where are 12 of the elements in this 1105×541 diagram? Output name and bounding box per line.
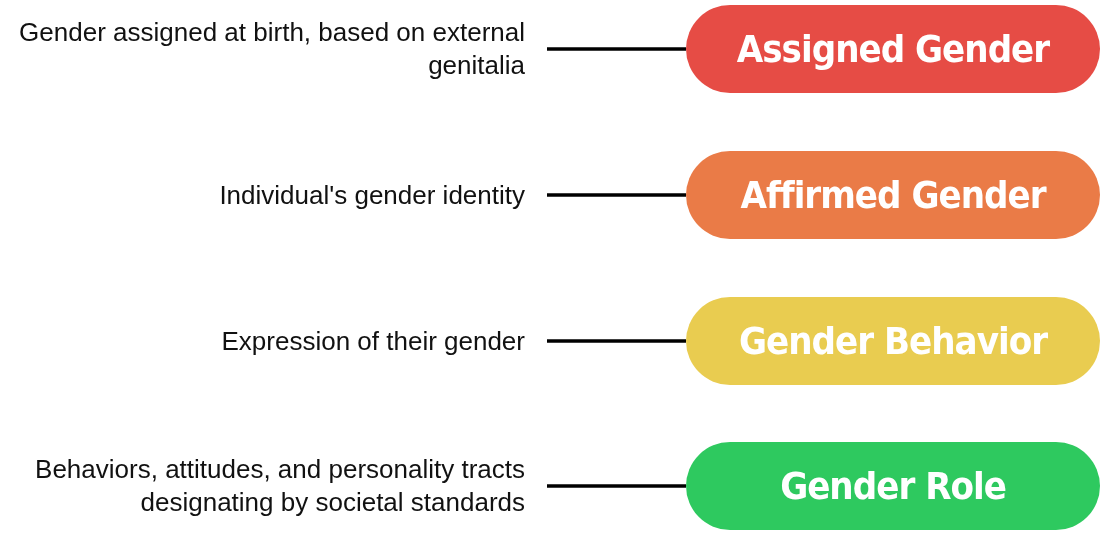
description-text: Individual's gender identity (0, 151, 525, 239)
term-pill: Assigned Gender (686, 5, 1100, 93)
term-pill: Gender Behavior (686, 297, 1100, 385)
term-pill: Affirmed Gender (686, 151, 1100, 239)
connector-line (547, 339, 686, 343)
connector-line (547, 47, 686, 51)
description-text: Expression of their gender (0, 297, 525, 385)
description-text: Gender assigned at birth, based on external genitalia (0, 5, 525, 93)
connector-line (547, 484, 686, 488)
term-pill: Gender Role (686, 442, 1100, 530)
description-text: Behaviors, attitudes, and personality tracts designating by societal standards (0, 433, 525, 539)
connector-line (547, 193, 686, 197)
